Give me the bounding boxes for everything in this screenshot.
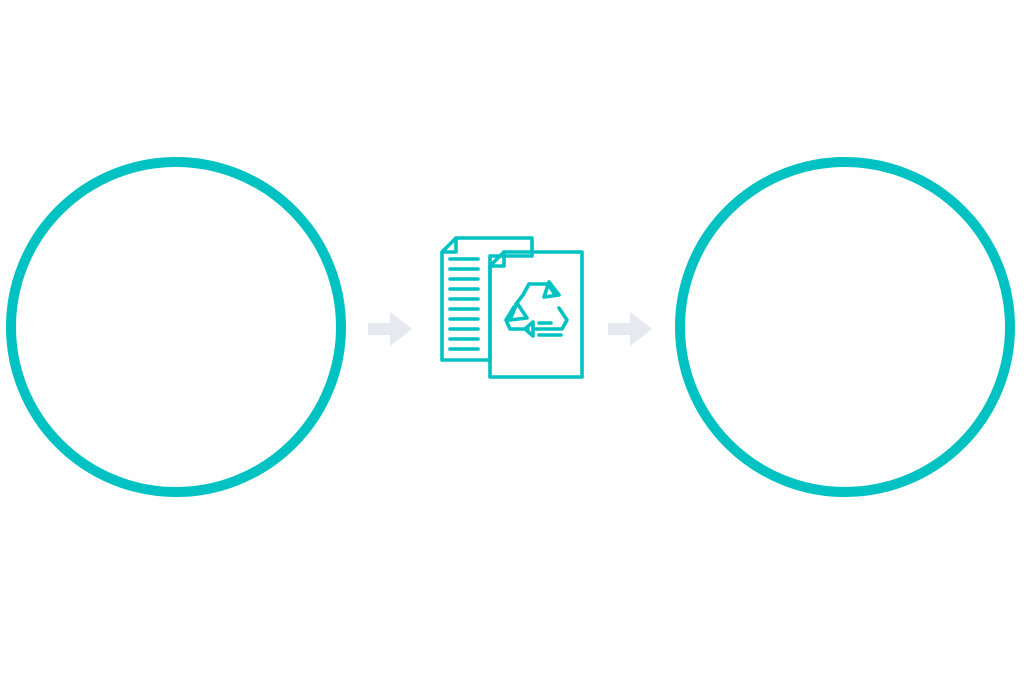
arrow-right-icon	[608, 312, 652, 346]
end-circle	[675, 157, 1015, 497]
arrow-right-icon	[368, 312, 412, 346]
recycled-paper-icon	[440, 236, 584, 379]
start-circle	[6, 157, 346, 497]
